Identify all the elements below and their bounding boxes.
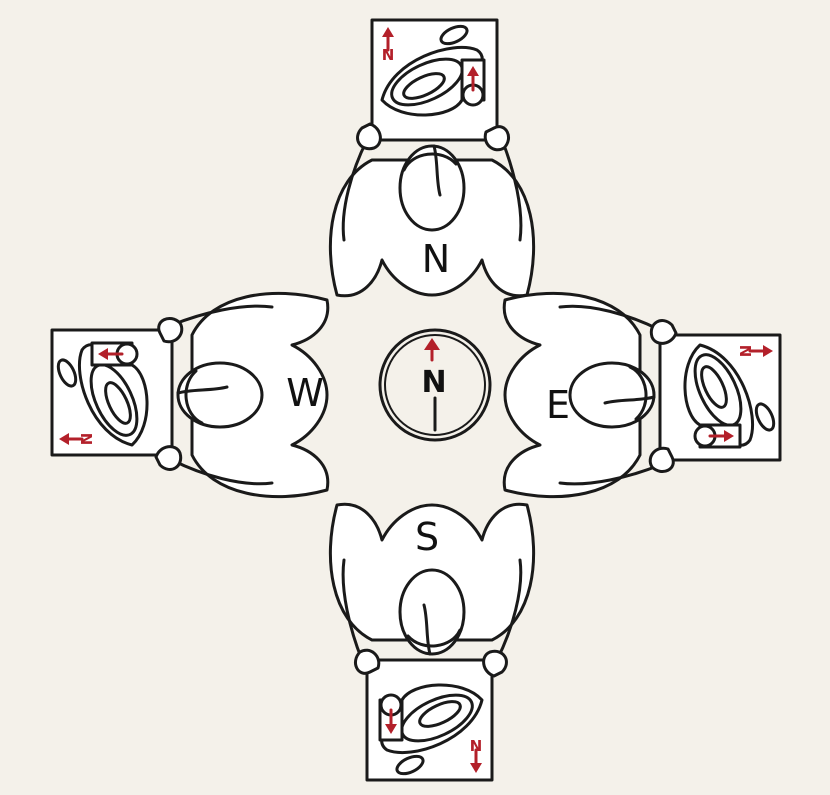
direction-label-west: W bbox=[286, 371, 324, 415]
direction-label-east: E bbox=[546, 383, 570, 427]
direction-label-south: S bbox=[415, 515, 439, 559]
person-facing-north: N bbox=[328, 18, 536, 298]
person-facing-west: N bbox=[50, 291, 330, 499]
map-north-marker: N bbox=[382, 46, 395, 64]
person-facing-south: N bbox=[328, 502, 536, 782]
direction-label-north: N bbox=[422, 237, 450, 281]
map-north-marker: N bbox=[470, 736, 483, 754]
compass-rose: N bbox=[378, 328, 492, 442]
map-north-marker: N bbox=[736, 345, 754, 358]
compass-rose-letter: N bbox=[421, 365, 446, 400]
map-north-marker: N bbox=[78, 433, 96, 446]
person-facing-east: N bbox=[502, 291, 782, 499]
